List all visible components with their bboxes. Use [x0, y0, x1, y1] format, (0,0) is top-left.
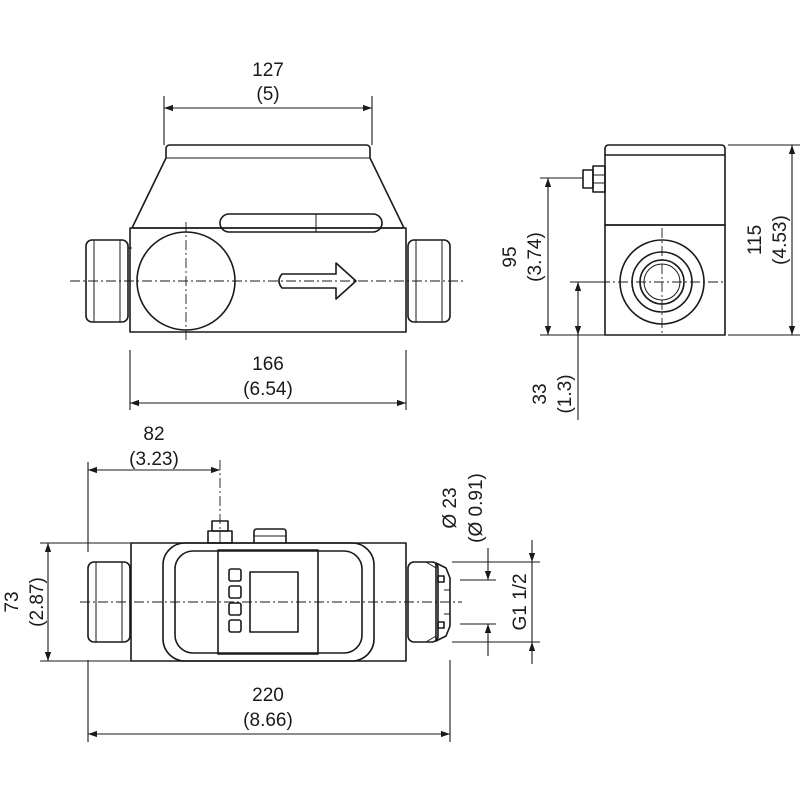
dim-166-value: 166 — [252, 354, 284, 375]
dim-95-value: 95 — [500, 246, 521, 267]
dim-115: 115 (4.53) — [728, 144, 800, 336]
dim-82-value: 82 — [143, 424, 164, 445]
key-button-3 — [228, 602, 242, 616]
dim-diameter-23-value: Ø 23 — [440, 487, 461, 528]
side-view — [582, 144, 726, 336]
side-head — [604, 154, 726, 226]
side-cable-gland — [582, 165, 606, 193]
dim-33: 33 (1.3) — [530, 281, 605, 420]
key-button-2 — [228, 585, 242, 599]
front-top-cap — [165, 144, 371, 158]
dim-33-value: 33 — [530, 383, 551, 404]
dim-73: 73 (2.87) — [2, 542, 131, 662]
top-cable-gland — [207, 460, 233, 545]
top-view — [80, 460, 462, 662]
dim-115-value: 115 — [745, 225, 766, 255]
dim-82: 82 (3.23) — [87, 424, 220, 552]
dim-127-alt: (5) — [256, 84, 279, 105]
dim-115-alt: (4.53) — [770, 215, 791, 265]
dim-220: 220 (8.66) — [87, 660, 451, 742]
dim-166: 166 (6.54) — [129, 350, 407, 410]
dim-95: 95 (3.74) — [500, 177, 605, 336]
front-housing-top — [131, 157, 405, 229]
dim-220-value: 220 — [252, 685, 284, 706]
dim-73-alt: (2.87) — [27, 577, 48, 627]
dim-33-alt: (1.3) — [555, 374, 576, 413]
dim-95-alt: (3.74) — [525, 232, 546, 282]
dim-diameter-23: Ø 23 (Ø 0.91) — [440, 473, 496, 656]
front-body — [129, 227, 407, 333]
dim-127-value: 127 — [252, 60, 284, 81]
key-button-1 — [228, 568, 242, 582]
dim-220-alt: (8.66) — [243, 710, 293, 731]
dim-thread: G1 1/2 — [452, 540, 540, 664]
dim-127: 127 (5) — [163, 60, 373, 145]
top-m12-connector — [253, 528, 287, 543]
side-head-cap — [604, 144, 726, 155]
front-display-slot — [219, 213, 383, 233]
dim-82-alt: (3.23) — [129, 449, 179, 470]
key-button-4 — [228, 619, 242, 633]
dim-73-value: 73 — [2, 591, 23, 612]
side-body — [604, 224, 726, 336]
dim-diameter-23-alt: (Ø 0.91) — [466, 473, 487, 543]
dim-thread-value: G1 1/2 — [510, 573, 531, 630]
dim-166-alt: (6.54) — [243, 379, 293, 400]
front-view — [70, 144, 466, 340]
flow-direction-arrow — [278, 262, 357, 300]
